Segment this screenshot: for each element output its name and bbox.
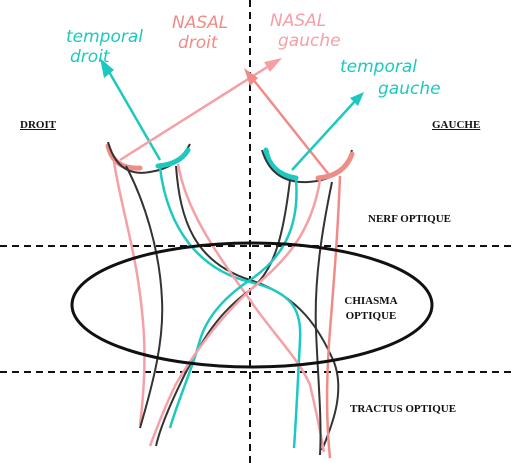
- arrow-nasal-gauche: [119, 58, 282, 162]
- temporal-droit-line2: droit: [70, 47, 111, 67]
- temporal-gauche-line1: temporal: [340, 57, 417, 77]
- left-nerve-outer-pink: [112, 161, 146, 426]
- arrow-temporal-gauche: [291, 92, 364, 171]
- right-eye-temporal-retina: [263, 147, 299, 181]
- left-nerve-inner-dark: [175, 165, 340, 451]
- label-tractus-optique: TRACTUS OPTIQUE: [350, 403, 457, 415]
- nasal-gauche-line2: gauche: [278, 31, 341, 51]
- label-chiasma-optique: CHIASMA OPTIQUE: [344, 294, 398, 324]
- nasal-gauche-line1: NASAL: [270, 11, 326, 31]
- temporal-gauche-line2: gauche: [378, 79, 441, 99]
- label-gauche: GAUCHE: [432, 119, 481, 131]
- temporal-droit-line1: temporal: [66, 27, 143, 47]
- nasal-droit-line1: NASAL: [172, 13, 228, 33]
- label-nerf-optique: NERF OPTIQUE: [368, 213, 452, 225]
- right-nerve-outer-dark: [314, 181, 333, 456]
- left-eye-nasal-retina: [155, 147, 191, 169]
- label-chiasma-line2: OPTIQUE: [345, 310, 397, 322]
- left-nerve-outer-dark: [125, 165, 164, 429]
- right-nerve-inner-dark: [155, 179, 291, 447]
- nasal-droit-line2: droit: [178, 33, 219, 53]
- label-chiasma-line1: CHIASMA: [344, 295, 398, 307]
- right-nerve-outer-pink: [325, 175, 342, 459]
- right-eye-nasal-retina: [315, 151, 355, 181]
- right-fibre-cyan: [168, 179, 298, 429]
- left-fibre-pink-crossing: [176, 163, 326, 453]
- arrow-nasal-droit: [244, 68, 331, 177]
- right-fibre-pink-crossing: [148, 179, 322, 447]
- left-fibre-cyan: [158, 167, 302, 449]
- label-droit: DROIT: [20, 119, 57, 131]
- chiasma-ellipse: [70, 241, 434, 369]
- arrow-temporal-droit: [100, 58, 162, 161]
